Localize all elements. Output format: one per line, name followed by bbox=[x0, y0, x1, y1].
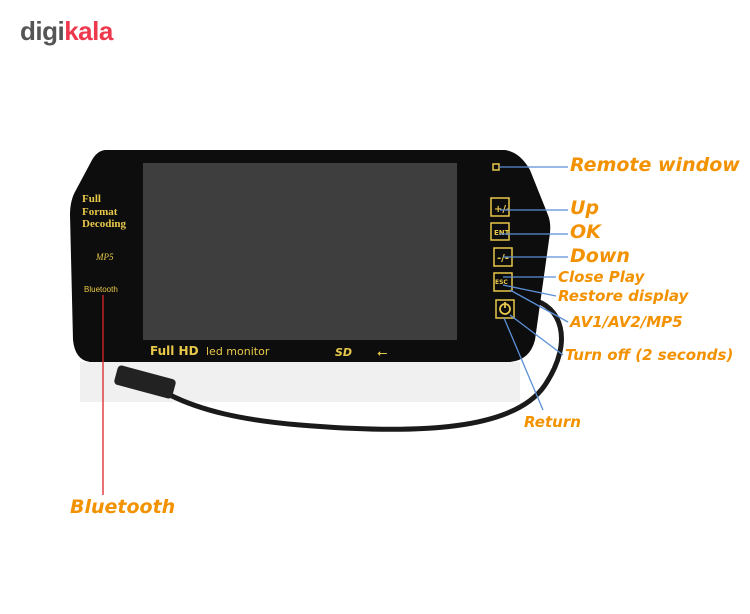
led-monitor-text: led monitor bbox=[206, 345, 270, 358]
ok-button[interactable] bbox=[490, 222, 510, 241]
full-format-decoding: Full Format Decoding bbox=[82, 193, 126, 231]
screen bbox=[143, 163, 457, 340]
svg-text:ESC: ESC bbox=[495, 279, 508, 286]
up-button[interactable] bbox=[490, 197, 510, 217]
svg-text:ENT: ENT bbox=[494, 229, 510, 237]
label-ok: OK bbox=[570, 221, 601, 243]
power-button[interactable] bbox=[495, 299, 515, 319]
label-down: Down bbox=[570, 245, 630, 267]
full-hd-text: Full HD bbox=[150, 344, 199, 358]
logo-part2: kala bbox=[64, 16, 113, 46]
side-text-1: Full bbox=[82, 193, 101, 205]
bluetooth-badge: Bluetooth bbox=[84, 285, 118, 294]
label-up: Up bbox=[570, 197, 600, 219]
side-text-3: Decoding bbox=[82, 218, 126, 230]
label-av: AV1/AV2/MP5 bbox=[570, 313, 683, 331]
digikala-logo: digikala bbox=[20, 16, 113, 47]
mode-button[interactable] bbox=[493, 272, 513, 292]
label-close-play: Close Play bbox=[558, 268, 645, 286]
sd-icon: SD bbox=[335, 346, 352, 359]
logo-part1: digi bbox=[20, 16, 65, 46]
side-text-2: Format bbox=[82, 205, 118, 218]
label-restore-display: Restore display bbox=[558, 287, 689, 305]
mp5-text: MP5 bbox=[96, 252, 114, 262]
cable-connector bbox=[114, 365, 176, 399]
label-remote-window: Remote window bbox=[570, 154, 740, 176]
usb-icon: ⭠ bbox=[377, 346, 387, 361]
svg-text:-/-: -/- bbox=[497, 253, 509, 264]
label-turn-off: Turn off (2 seconds) bbox=[565, 346, 734, 364]
cable bbox=[168, 297, 564, 432]
label-return: Return bbox=[524, 413, 581, 431]
label-bluetooth: Bluetooth bbox=[70, 496, 176, 518]
